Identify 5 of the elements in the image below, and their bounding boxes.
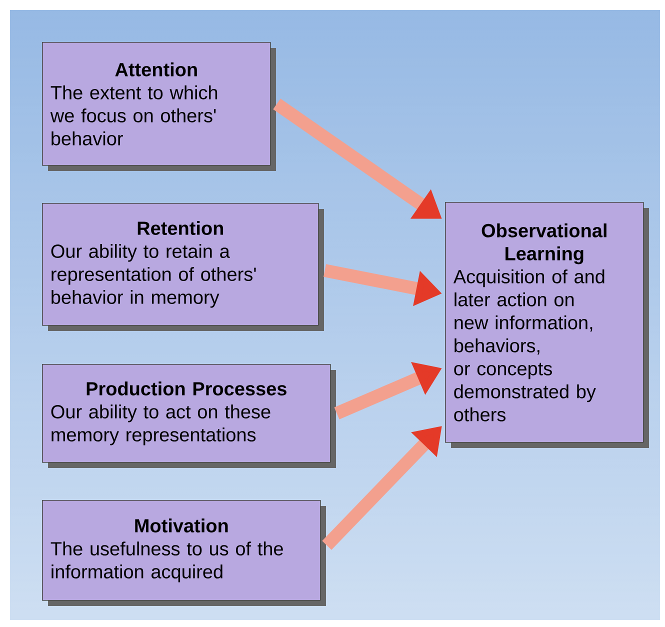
concept-box: Motivation The usefulness to us of the information acquired: [42, 500, 321, 601]
concept-box: Attention The extent to which we focus on others' behavior: [42, 42, 271, 166]
concept-box: Production Processes Our ability to act on these memory representations: [42, 364, 331, 463]
concept-box: Retention Our ability to retain a representation of others' behavior in memory: [42, 203, 319, 326]
concept-box: Observational Learning Acquisition of and later action on new information, behaviors, or concepts demonstrated by others: [445, 202, 644, 443]
